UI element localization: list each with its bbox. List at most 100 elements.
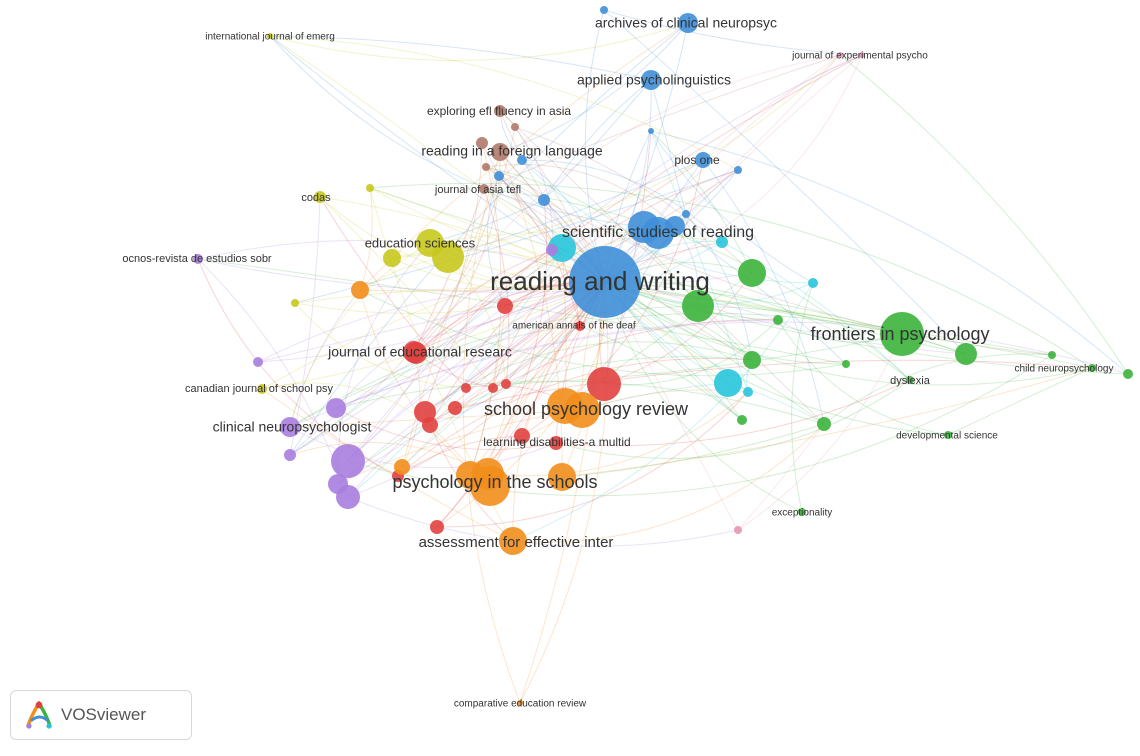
node-spr[interactable] <box>564 392 600 428</box>
node-label-pits[interactable]: psychology in the schools <box>392 472 597 492</box>
node-label-fp[interactable]: frontiers in psychology <box>810 324 989 344</box>
network-node[interactable] <box>716 236 728 248</box>
network-node[interactable] <box>448 401 462 415</box>
node-ssr[interactable] <box>642 217 674 249</box>
node-ldm[interactable] <box>549 436 563 450</box>
node-pits[interactable] <box>470 466 510 506</box>
node-label-cnpsy[interactable]: child neuropsychology <box>1015 364 1114 375</box>
network-node[interactable] <box>808 278 818 288</box>
network-node[interactable] <box>600 6 608 14</box>
node-label-jat[interactable]: journal of asia tefl <box>434 184 521 196</box>
network-node[interactable] <box>511 123 519 131</box>
node-label-ldm[interactable]: learning disabilities-a multid <box>483 435 630 449</box>
node-label-aad[interactable]: american annals of the deaf <box>512 321 636 332</box>
node-label-ssr[interactable]: scientific studies of reading <box>562 224 754 241</box>
node-label-ocnos[interactable]: ocnos-revista de estudios sobr <box>122 253 272 265</box>
node-exc[interactable] <box>798 508 806 516</box>
node-ije[interactable] <box>267 33 273 39</box>
node-label-dys[interactable]: dyslexia <box>890 375 931 387</box>
network-node[interactable] <box>383 249 401 267</box>
network-node[interactable] <box>587 367 621 401</box>
network-node[interactable] <box>497 298 513 314</box>
network-node[interactable] <box>326 398 346 418</box>
network-node[interactable] <box>488 383 498 393</box>
node-jat[interactable] <box>479 184 489 194</box>
network-node[interactable] <box>514 428 530 444</box>
network-node[interactable] <box>842 360 850 368</box>
network-node[interactable] <box>517 155 527 165</box>
network-node[interactable] <box>291 299 299 307</box>
node-label-ds[interactable]: developmental science <box>896 431 998 442</box>
node-cer[interactable] <box>517 700 523 706</box>
network-node[interactable] <box>737 415 747 425</box>
network-node[interactable] <box>738 259 766 287</box>
network-node[interactable] <box>476 137 488 149</box>
node-dys[interactable] <box>906 376 914 384</box>
node-label-jep[interactable]: journal of experimental psycho <box>791 51 928 62</box>
node-rfl[interactable] <box>491 143 509 161</box>
node-label-codas[interactable]: codas <box>301 192 331 204</box>
network-node[interactable] <box>538 194 550 206</box>
network-node[interactable] <box>548 463 576 491</box>
node-cnp[interactable] <box>280 417 300 437</box>
node-fp[interactable] <box>880 312 924 356</box>
node-cjsp[interactable] <box>257 384 267 394</box>
node-acn[interactable] <box>678 13 698 33</box>
node-ds[interactable] <box>944 431 952 439</box>
node-label-spr[interactable]: school psychology review <box>484 399 689 419</box>
node-aei[interactable] <box>499 527 527 555</box>
node-rw[interactable] <box>569 246 641 318</box>
network-node[interactable] <box>430 520 444 534</box>
node-plos[interactable] <box>695 152 711 168</box>
node-label-cjsp[interactable]: canadian journal of school psy <box>185 383 333 395</box>
node-label-rfl[interactable]: reading in a foreign language <box>421 143 603 159</box>
node-efl[interactable] <box>494 105 506 117</box>
node-label-aei[interactable]: assessment for effective inter <box>419 534 614 551</box>
network-node[interactable] <box>351 281 369 299</box>
node-es[interactable] <box>416 229 444 257</box>
node-label-rw[interactable]: reading and writing <box>490 266 710 296</box>
node-label-plos[interactable]: plos one <box>674 153 720 167</box>
node-label-cnp[interactable]: clinical neuropsychologist <box>213 419 372 435</box>
node-label-ap[interactable]: applied psycholinguistics <box>577 72 731 88</box>
network-node[interactable] <box>734 166 742 174</box>
network-node[interactable] <box>837 52 843 58</box>
node-label-ije[interactable]: international journal of emerg <box>205 32 335 43</box>
network-node[interactable] <box>482 163 490 171</box>
network-node[interactable] <box>501 379 511 389</box>
network-node[interactable] <box>743 351 761 369</box>
network-node[interactable] <box>682 210 690 218</box>
node-jer[interactable] <box>403 341 425 363</box>
node-jep[interactable] <box>859 52 865 58</box>
node-label-es[interactable]: education sciences <box>365 235 476 250</box>
node-label-jer[interactable]: journal of educational researc <box>327 344 512 360</box>
network-node[interactable] <box>394 459 410 475</box>
network-node[interactable] <box>461 383 471 393</box>
network-node[interactable] <box>773 315 783 325</box>
network-node[interactable] <box>253 357 263 367</box>
network-node[interactable] <box>734 526 742 534</box>
node-ocnos[interactable] <box>193 254 203 264</box>
network-node[interactable] <box>1123 369 1133 379</box>
node-codas[interactable] <box>314 191 326 203</box>
network-node[interactable] <box>714 369 742 397</box>
node-ap[interactable] <box>641 70 661 90</box>
network-node[interactable] <box>328 474 348 494</box>
node-aad[interactable] <box>575 321 585 331</box>
network-node[interactable] <box>955 343 977 365</box>
network-node[interactable] <box>546 244 558 256</box>
node-cnpsy[interactable] <box>1088 364 1096 372</box>
network-node[interactable] <box>284 449 296 461</box>
node-label-exc[interactable]: exceptionality <box>772 508 833 519</box>
network-node[interactable] <box>817 417 831 431</box>
node-label-acn[interactable]: archives of clinical neuropsyc <box>595 15 777 31</box>
network-node[interactable] <box>648 128 654 134</box>
node-label-efl[interactable]: exploring efl fluency in asia <box>427 104 571 118</box>
network-node[interactable] <box>682 290 714 322</box>
network-node[interactable] <box>422 417 438 433</box>
network-node[interactable] <box>743 387 753 397</box>
network-node[interactable] <box>366 184 374 192</box>
node-label-cer[interactable]: comparative education review <box>454 699 587 710</box>
network-node[interactable] <box>494 171 504 181</box>
